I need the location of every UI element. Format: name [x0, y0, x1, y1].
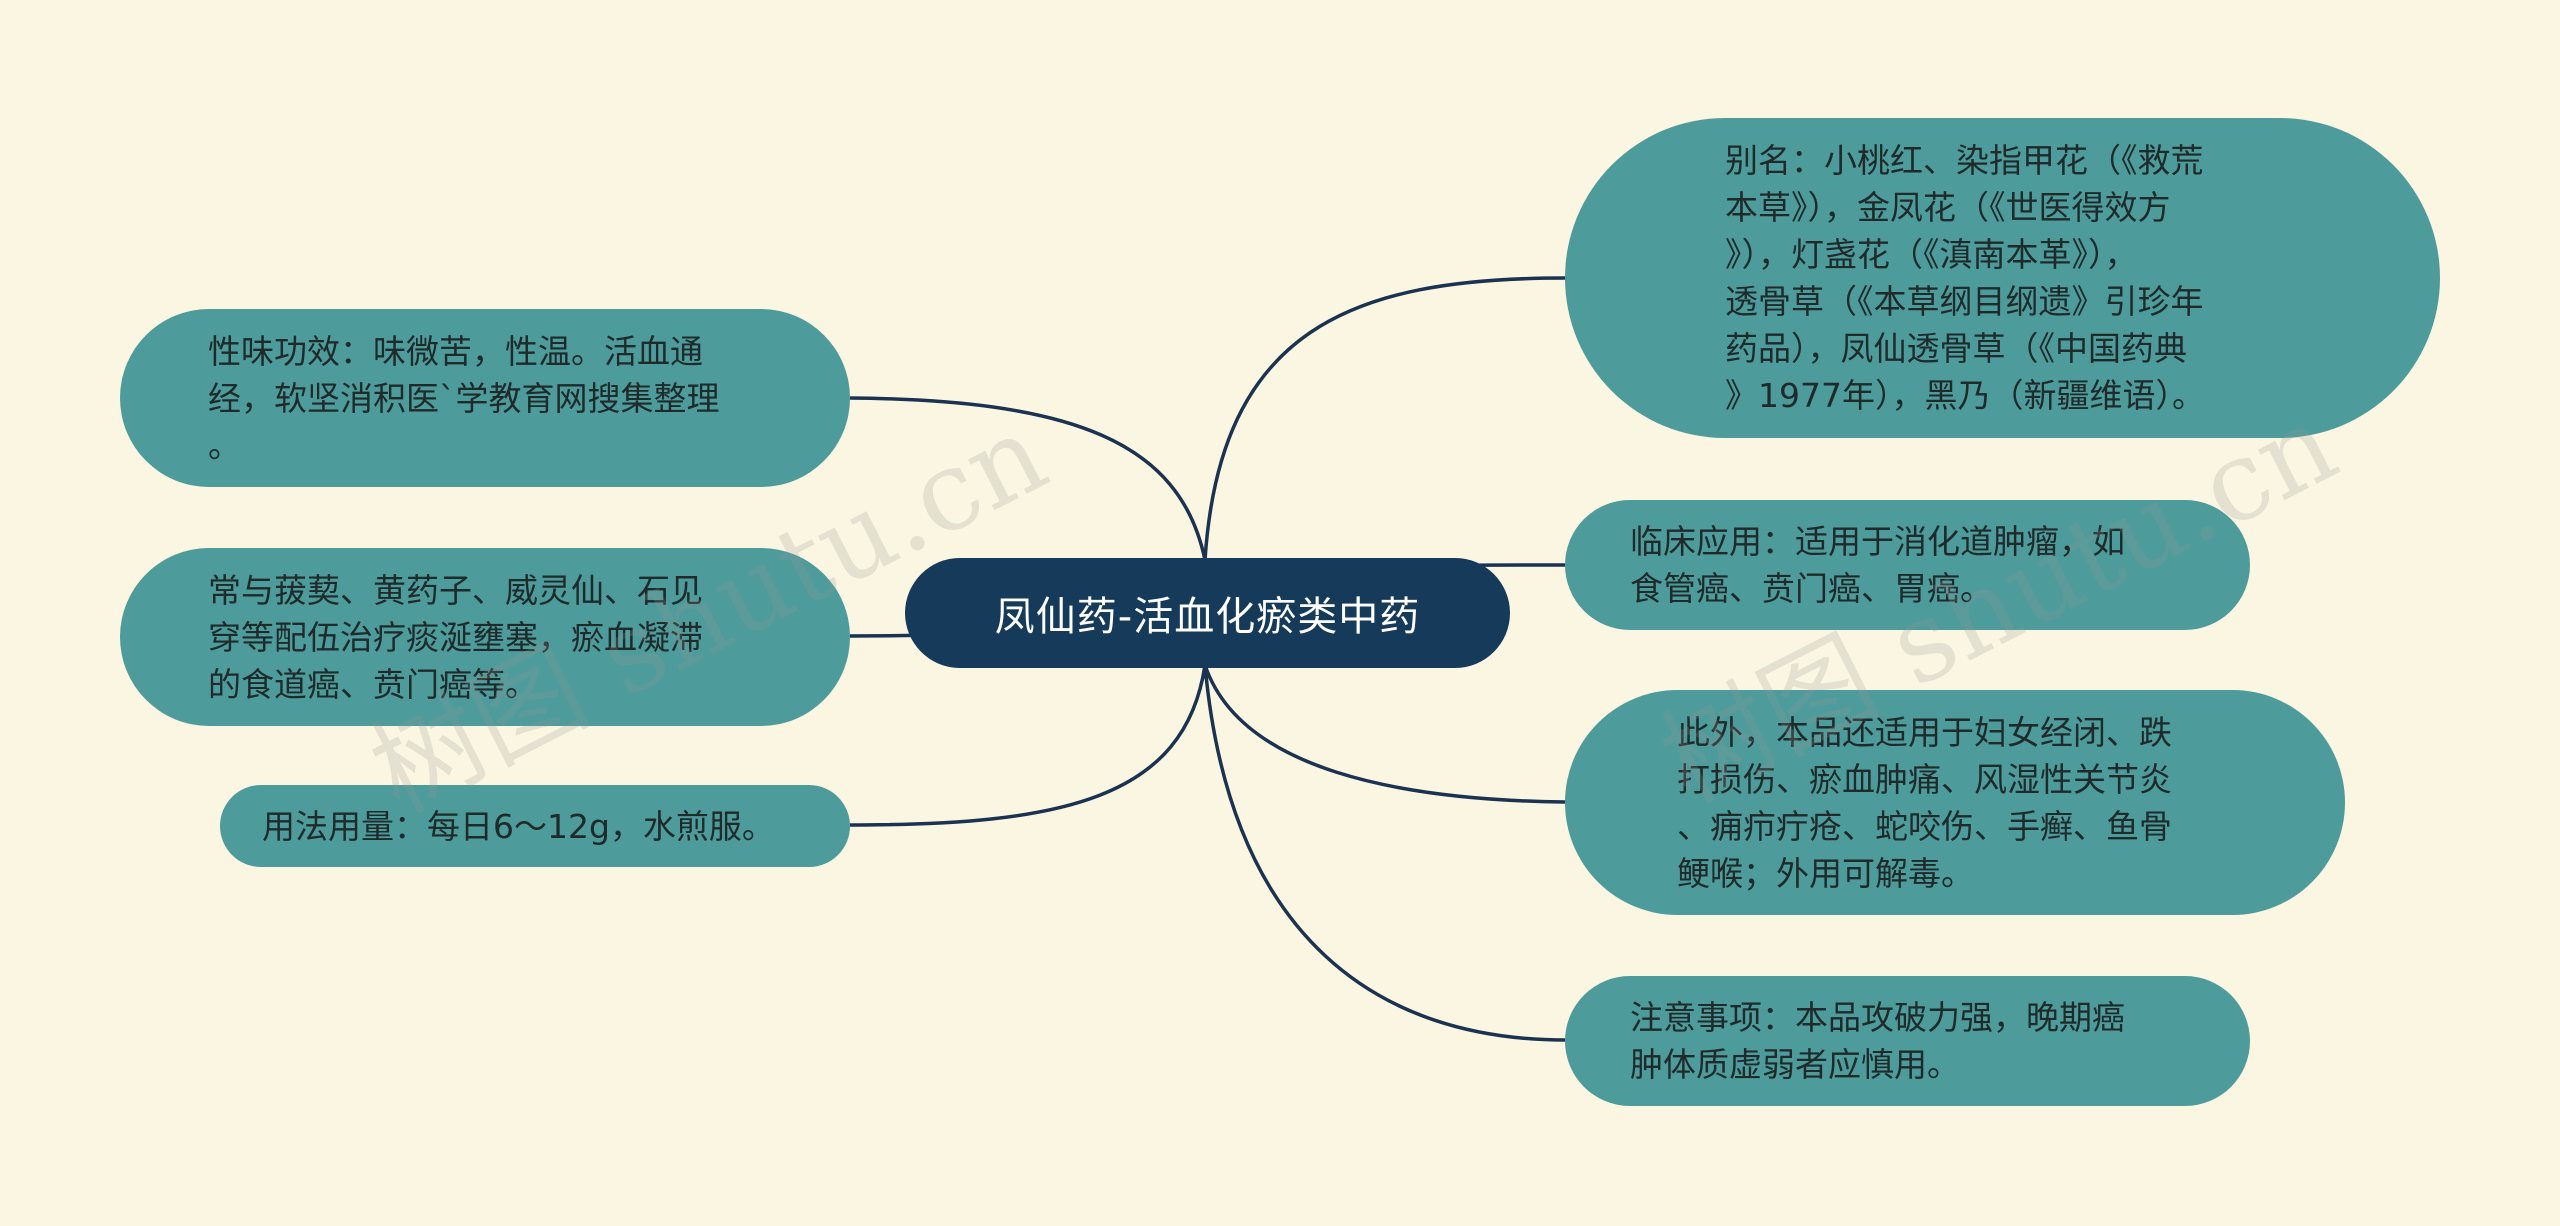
node-other-uses-text: 此外，本品还适用于妇女经闭、跌 打损伤、瘀血肿痛、风湿性关节炎 、痈疖疔疮、蛇咬… — [1677, 712, 2172, 893]
edge-caution — [1203, 664, 1566, 1042]
node-combination-text: 常与菝葜、黄药子、威灵仙、石见 穿等配伍治疗痰涎壅塞，瘀血凝滞 的食道癌、贲门癌… — [208, 570, 703, 704]
node-caution[interactable]: 注意事项：本品攻破力强，晚期癌 肿体质虚弱者应慎用。 — [1565, 976, 2250, 1106]
edge-efficacy — [849, 396, 1207, 561]
node-caution-text: 注意事项：本品攻破力强，晚期癌 肿体质虚弱者应慎用。 — [1630, 998, 2125, 1084]
node-clinical[interactable]: 临床应用：适用于消化道肿瘤，如 食管癌、贲门癌、胃癌。 — [1565, 500, 2250, 630]
central-topic[interactable]: 凤仙药-活血化瘀类中药 — [905, 558, 1510, 668]
node-other-uses[interactable]: 此外，本品还适用于妇女经闭、跌 打损伤、瘀血肿痛、风湿性关节炎 、痈疖疔疮、蛇咬… — [1565, 690, 2345, 915]
node-alias[interactable]: 别名：小桃红、染指甲花（《救荒 本草》），金凤花（《世医得效方 》），灯盏花（《… — [1565, 118, 2440, 438]
node-efficacy-text: 性味功效：味微苦，性温。活血通 经，软坚消积医`学教育网搜集整理 。 — [208, 331, 720, 465]
central-topic-label: 凤仙药-活血化瘀类中药 — [994, 594, 1421, 640]
node-clinical-text: 临床应用：适用于消化道肿瘤，如 食管癌、贲门癌、胃癌。 — [1630, 522, 2125, 608]
edge-alias — [1203, 276, 1566, 561]
node-combination[interactable]: 常与菝葜、黄药子、威灵仙、石见 穿等配伍治疗痰涎壅塞，瘀血凝滞 的食道癌、贲门癌… — [120, 548, 850, 726]
node-dosage[interactable]: 用法用量：每日6～12g，水煎服。 — [220, 785, 850, 867]
edge-dosage — [849, 664, 1207, 827]
node-alias-text: 别名：小桃红、染指甲花（《救荒 本草》），金凤花（《世医得效方 》），灯盏花（《… — [1725, 141, 2205, 415]
edge-other-uses — [1203, 664, 1566, 804]
node-efficacy[interactable]: 性味功效：味微苦，性温。活血通 经，软坚消积医`学教育网搜集整理 。 — [120, 309, 850, 487]
node-dosage-text: 用法用量：每日6～12g，水煎服。 — [262, 806, 775, 846]
